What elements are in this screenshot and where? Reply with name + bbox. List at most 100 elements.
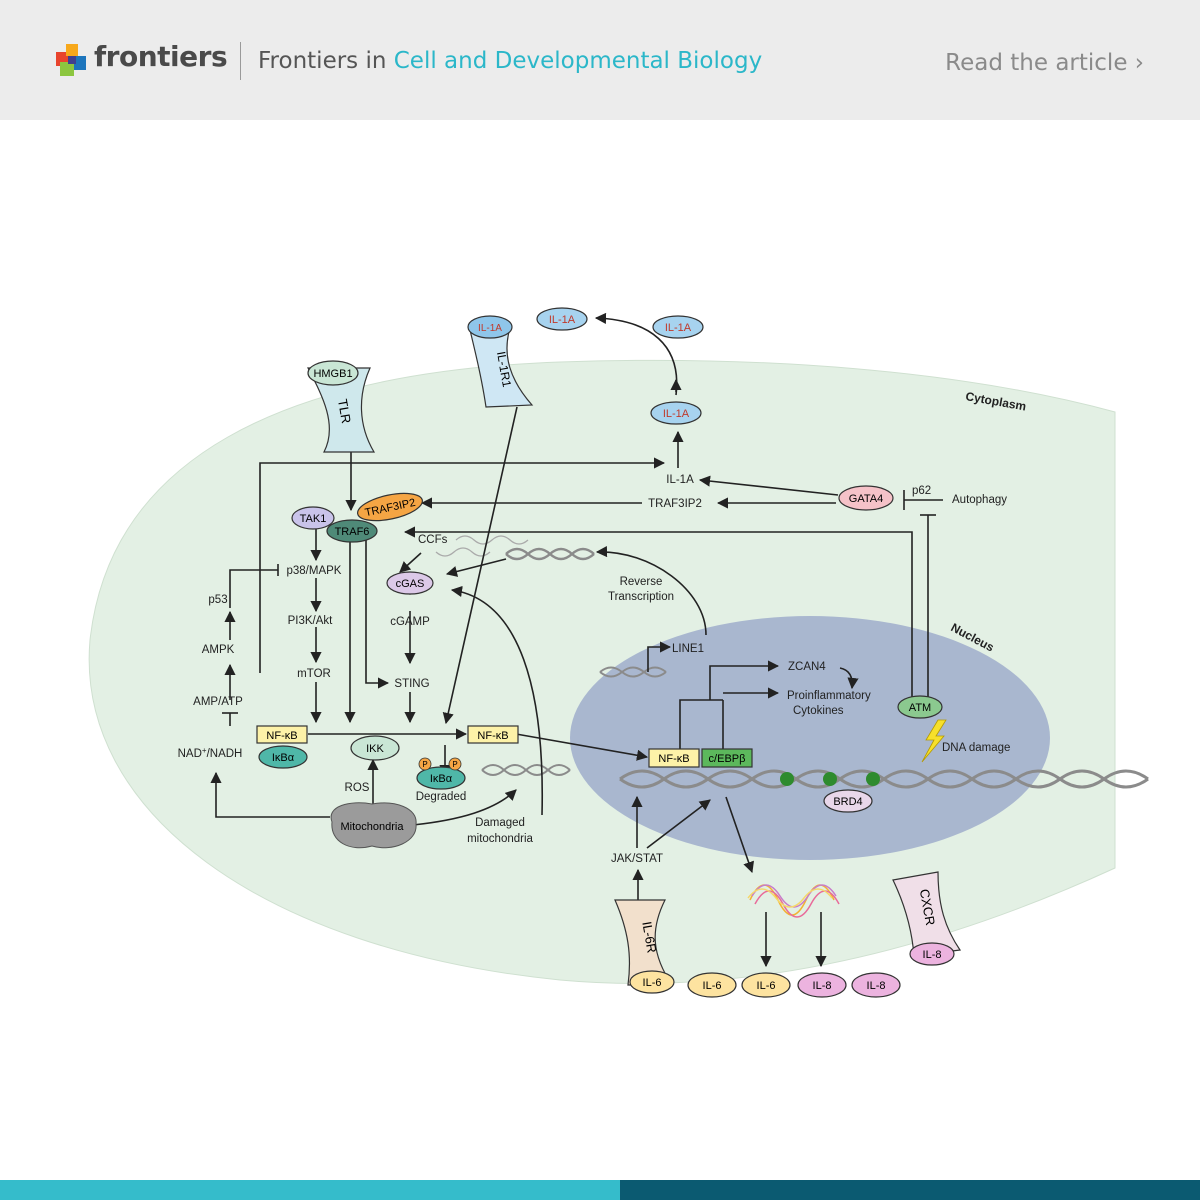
tlr-receptor: TLR HMGB1 xyxy=(307,360,376,453)
svg-text:Mitochondria: Mitochondria xyxy=(341,821,405,833)
nad-nadh-label: NAD+/NADH xyxy=(178,746,243,761)
brd4-node: BRD4 xyxy=(823,789,873,813)
svg-text:TAK1: TAK1 xyxy=(300,513,327,525)
brand-name: frontiers xyxy=(94,40,228,73)
traf3ip2-node: TRAF3IP2 xyxy=(357,492,423,522)
svg-text:IκBα: IκBα xyxy=(272,752,295,764)
svg-text:c/EBPβ: c/EBPβ xyxy=(709,753,746,765)
svg-text:IKK: IKK xyxy=(366,743,384,755)
sting-label: STING xyxy=(394,678,429,690)
mitochondria-node: Mitochondria xyxy=(330,802,417,849)
il1r1-ligand-label: IL-1A xyxy=(478,323,502,334)
footer-bar-dark xyxy=(620,1180,1200,1200)
svg-text:IL-6: IL-6 xyxy=(703,980,722,992)
ccf-dna-2 xyxy=(435,547,491,557)
hmgb1-label: HMGB1 xyxy=(313,368,352,380)
nfkb-nuclear-node: NF-κB xyxy=(648,748,700,768)
p62-label: p62 xyxy=(912,485,931,497)
il1a-text: IL-1A xyxy=(666,474,694,486)
svg-text:ATM: ATM xyxy=(909,702,931,714)
line1-dna xyxy=(599,666,667,678)
cgamp-label: cGAMP xyxy=(390,616,430,628)
pathway-diagram: Cytoplasm Nucleus xyxy=(88,307,1149,998)
svg-text:IL-1A: IL-1A xyxy=(665,322,692,334)
traf6-node: TRAF6 xyxy=(326,519,378,543)
traf3ip2-text: TRAF3IP2 xyxy=(648,498,702,510)
tak1-node: TAK1 xyxy=(291,506,335,530)
svg-text:IL-1A: IL-1A xyxy=(663,408,690,420)
ikba-cyto-node: IκBα xyxy=(258,745,308,769)
tlr-label: TLR xyxy=(335,398,354,425)
cebpb-node: c/EBPβ xyxy=(701,748,753,768)
pi3k-label: PI3K/Akt xyxy=(288,615,334,627)
svg-text:IκBα: IκBα xyxy=(430,773,453,785)
damaged-label-2: mitochondria xyxy=(467,833,533,845)
svg-text:IL-8: IL-8 xyxy=(867,980,886,992)
nfkb-free-node: NF-κB xyxy=(467,725,519,744)
cytokine-mrna xyxy=(747,884,840,918)
autophagy-label: Autophagy xyxy=(952,494,1007,506)
ikba-degraded-node: IκBα P P xyxy=(416,757,466,790)
brd4-nucleosomes xyxy=(780,772,880,786)
svg-text:BRD4: BRD4 xyxy=(833,796,862,808)
lightning-icon xyxy=(921,719,947,763)
svg-text:P: P xyxy=(452,760,457,769)
damaged-label-1: Damaged xyxy=(475,817,525,829)
ccfs-label: CCFs xyxy=(418,534,448,546)
amp-atp-label: AMP/ATP xyxy=(193,696,243,708)
pathway-labels: IL-1A TRAF3IP2 p62 Autophagy CCFs cGAMP … xyxy=(178,474,1011,865)
svg-text:IL-1A: IL-1A xyxy=(549,314,576,326)
cgas-node: cGAS xyxy=(386,571,434,595)
mtor-label: mTOR xyxy=(297,668,331,680)
site-header: frontiers Frontiers in Cell and Developm… xyxy=(0,0,1200,120)
svg-text:GATA4: GATA4 xyxy=(849,493,883,505)
nfkb-cyto-node: NF-κB xyxy=(256,725,308,744)
secreted-il8-2: IL-8 xyxy=(851,972,901,998)
journal-name: Cell and Developmental Biology xyxy=(393,48,763,74)
proinflammatory-label-1: Proinflammatory xyxy=(787,690,871,702)
cytosolic-dna-b xyxy=(505,547,595,561)
svg-text:IL-6: IL-6 xyxy=(757,980,776,992)
ampk-label: AMPK xyxy=(202,644,235,656)
p38-label: p38/MAPK xyxy=(287,565,342,577)
cxcr-receptor: CXCR IL-8 xyxy=(892,871,962,966)
svg-text:NF-κB: NF-κB xyxy=(266,730,297,742)
ikk-node: IKK xyxy=(350,735,400,761)
reverse-label-1: Reverse xyxy=(620,576,663,588)
il1r1-label: IL-1R1 xyxy=(494,350,514,388)
il6r-ligand-label: IL-6 xyxy=(643,977,662,989)
proinflammatory-label-2: Cytokines xyxy=(793,705,844,717)
phospho-1 xyxy=(418,757,432,771)
nucleosome-2 xyxy=(823,772,837,786)
reverse-label-2: Transcription xyxy=(608,591,674,603)
il1r1-receptor: IL-1R1 IL-1A xyxy=(467,315,534,408)
secreted-il6-1: IL-6 xyxy=(687,972,737,998)
pathway-arrows xyxy=(210,312,943,968)
secreted-il8-1: IL-8 xyxy=(797,972,847,998)
nucleosome-3 xyxy=(866,772,880,786)
svg-text:cGAS: cGAS xyxy=(396,578,425,590)
journal-title: Frontiers in Cell and Developmental Biol… xyxy=(258,48,762,74)
svg-text:NF-κB: NF-κB xyxy=(477,730,508,742)
cxcr-ligand-label: IL-8 xyxy=(923,949,942,961)
il6r-receptor: IL-6R IL-6 xyxy=(614,899,675,994)
line1-label: LINE1 xyxy=(672,643,704,655)
dna-strands xyxy=(435,535,1149,789)
atm-node: ATM xyxy=(897,695,943,719)
membrane-il1a: IL-1A xyxy=(650,401,702,425)
mito-dna-b xyxy=(481,764,571,776)
secreted-il1a-1: IL-1A xyxy=(536,307,588,331)
journal-prefix: Frontiers in xyxy=(258,48,387,74)
p53-label: p53 xyxy=(208,594,227,606)
ccf-dna-1 xyxy=(455,535,529,545)
header-divider xyxy=(240,42,241,80)
ros-label: ROS xyxy=(345,782,370,794)
svg-text:P: P xyxy=(422,760,427,769)
secreted-il6-2: IL-6 xyxy=(741,972,791,998)
read-article-link[interactable]: Read the article › xyxy=(945,50,1144,76)
secreted-il1a-2: IL-1A xyxy=(652,315,704,339)
frontiers-logo-icon xyxy=(56,44,86,76)
svg-text:IL-8: IL-8 xyxy=(813,980,832,992)
footer-bar-teal xyxy=(0,1180,620,1200)
cxcr-label: CXCR xyxy=(917,888,938,927)
